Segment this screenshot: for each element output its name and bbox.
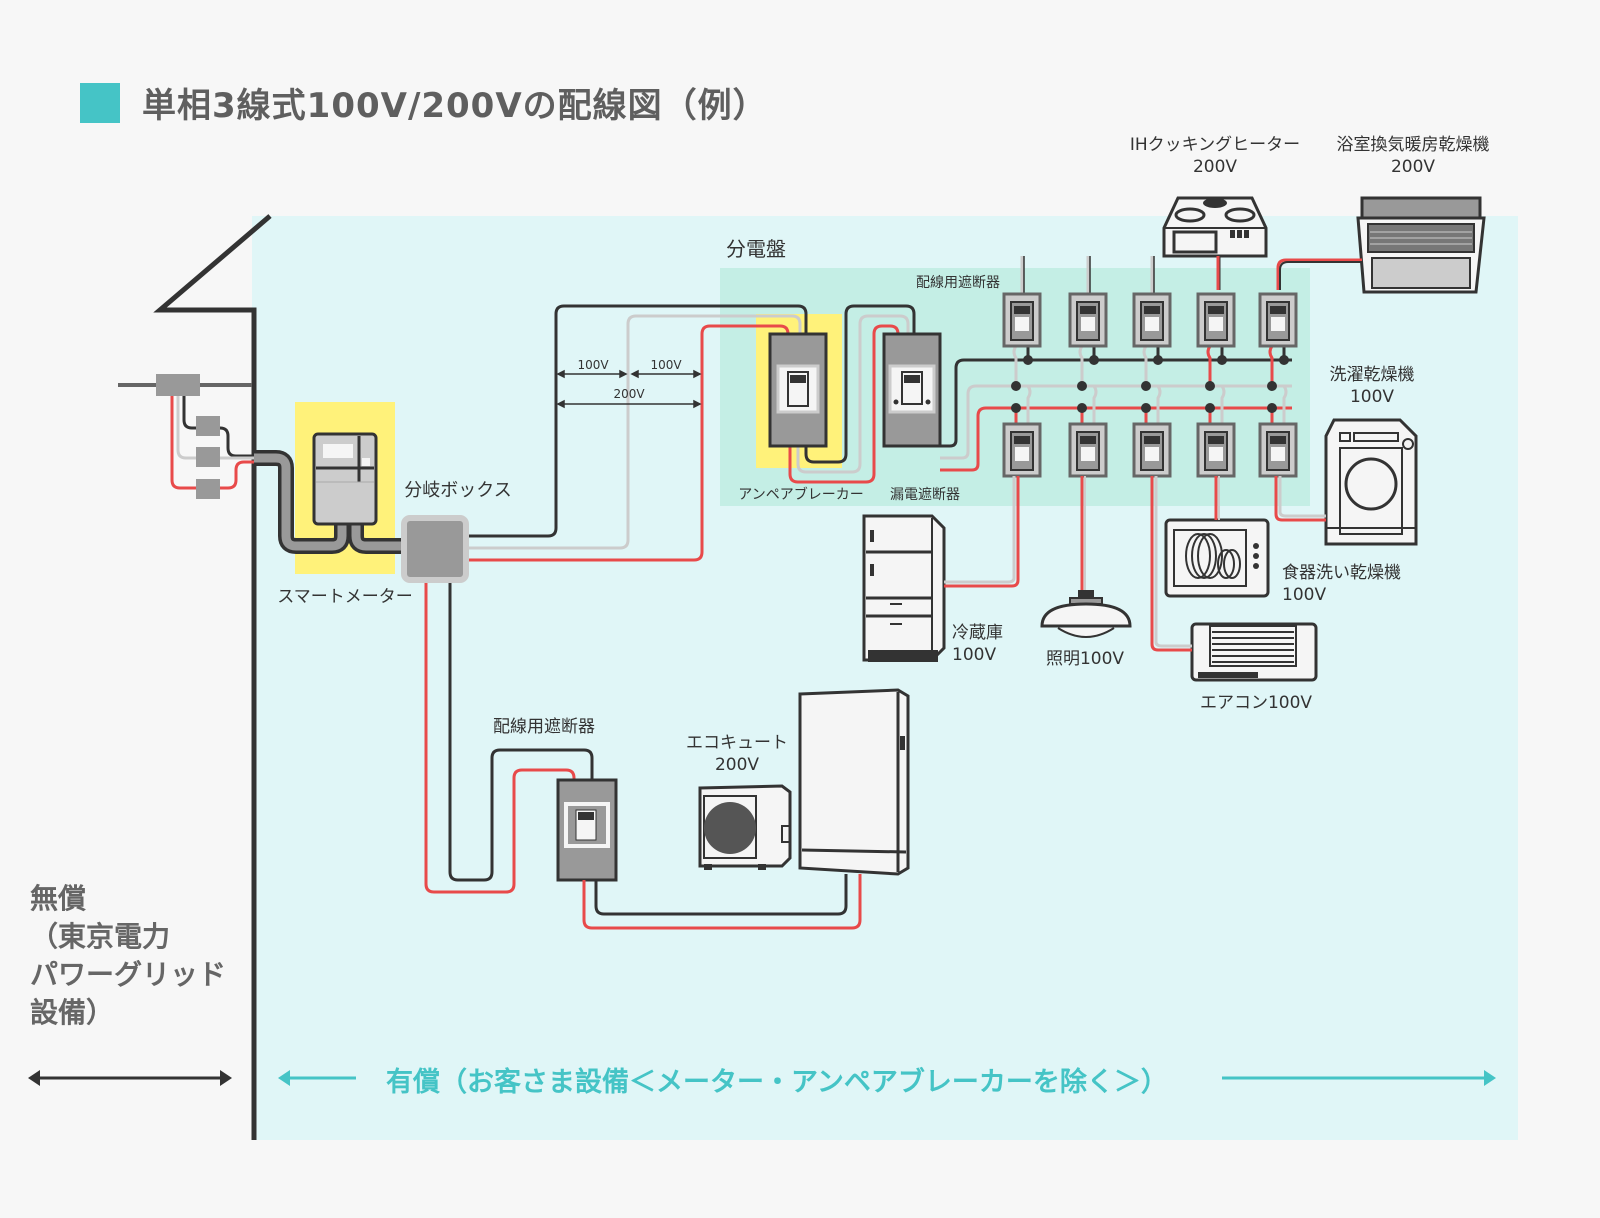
wire-black-main <box>464 304 808 538</box>
dish-dryer-illustration <box>1164 518 1270 598</box>
wire-gray-service <box>176 396 254 460</box>
panel-breakers-label: 配線用遮断器 <box>916 275 1000 291</box>
branch-box <box>401 515 469 583</box>
branch-box-label: 分岐ボックス <box>404 480 512 501</box>
aircon-label: エアコン100V <box>1199 693 1313 713</box>
earth-leakage-breaker-label: 漏電遮断器 <box>890 487 960 503</box>
clamp-3 <box>196 479 220 499</box>
light-label: 照明100V <box>1045 649 1125 669</box>
top-breaker <box>1002 292 1042 348</box>
refrigerator-illustration <box>862 514 946 662</box>
top-breaker <box>1132 292 1172 348</box>
clamp-1 <box>196 416 220 436</box>
wire-red-main <box>464 324 790 562</box>
wire-gray-main <box>464 314 802 550</box>
air-conditioner-illustration <box>1190 622 1318 682</box>
voltage-200v: 200V <box>613 387 645 401</box>
ceiling-light-illustration <box>1040 590 1132 638</box>
house-outline <box>153 214 272 1140</box>
ih-cooking-heater-illustration <box>1162 196 1268 258</box>
ampere-breaker-label: アンペアブレーカー <box>738 487 864 503</box>
bus-red <box>940 406 1292 472</box>
free-section-label: 無償 （東京電力 パワーグリッド 設備） <box>30 882 227 1029</box>
bus-gray <box>940 384 1292 460</box>
title-marker <box>80 82 120 123</box>
bottom-breaker <box>1196 422 1236 478</box>
ampere-breaker <box>768 332 828 448</box>
bus-black <box>940 358 1292 448</box>
wire-red-service <box>170 396 254 490</box>
top-breaker <box>1196 292 1236 348</box>
wire-black-service <box>182 396 254 458</box>
ecocute-breaker <box>556 778 618 882</box>
earth-leakage-breaker <box>882 332 942 448</box>
clamp-2 <box>196 447 220 467</box>
ecocute-tank-illustration <box>798 688 910 876</box>
free-range-arrow <box>28 1070 232 1086</box>
title-block: 単相3線式100V/200Vの配線図（例） <box>80 78 768 127</box>
bathroom-dryer-illustration <box>1356 196 1486 294</box>
top-breaker <box>1068 292 1108 348</box>
distribution-board-label: 分電盤 <box>726 237 786 261</box>
paid-range-arrow <box>278 1070 1496 1086</box>
voltage-arrows <box>556 369 702 409</box>
voltage-100v-right: 100V <box>650 358 682 372</box>
smart-meter-label: スマートメーター <box>277 587 413 607</box>
bottom-breaker <box>1258 422 1298 478</box>
paid-section-label: 有償（お客さま設備＜メーター・アンペアブレーカーを除く＞） <box>386 1067 1168 1098</box>
bottom-breaker <box>1002 422 1042 478</box>
bottom-breaker <box>1068 422 1108 478</box>
smart-meter <box>312 432 378 526</box>
washer-dryer-illustration <box>1324 418 1418 546</box>
top-breaker <box>1258 292 1298 348</box>
ecocute-breaker-label: 配線用遮断器 <box>493 717 595 737</box>
wire-red-ecocute <box>424 572 576 894</box>
page-title: 単相3線式100V/200Vの配線図（例） <box>142 86 768 126</box>
wire-black-ecocute <box>448 572 594 882</box>
branch-breakers <box>1002 256 1298 478</box>
utility-connector <box>156 374 200 396</box>
ecocute-heat-pump-illustration <box>698 784 792 870</box>
bottom-breaker <box>1132 422 1172 478</box>
voltage-100v-left: 100V <box>577 358 609 372</box>
